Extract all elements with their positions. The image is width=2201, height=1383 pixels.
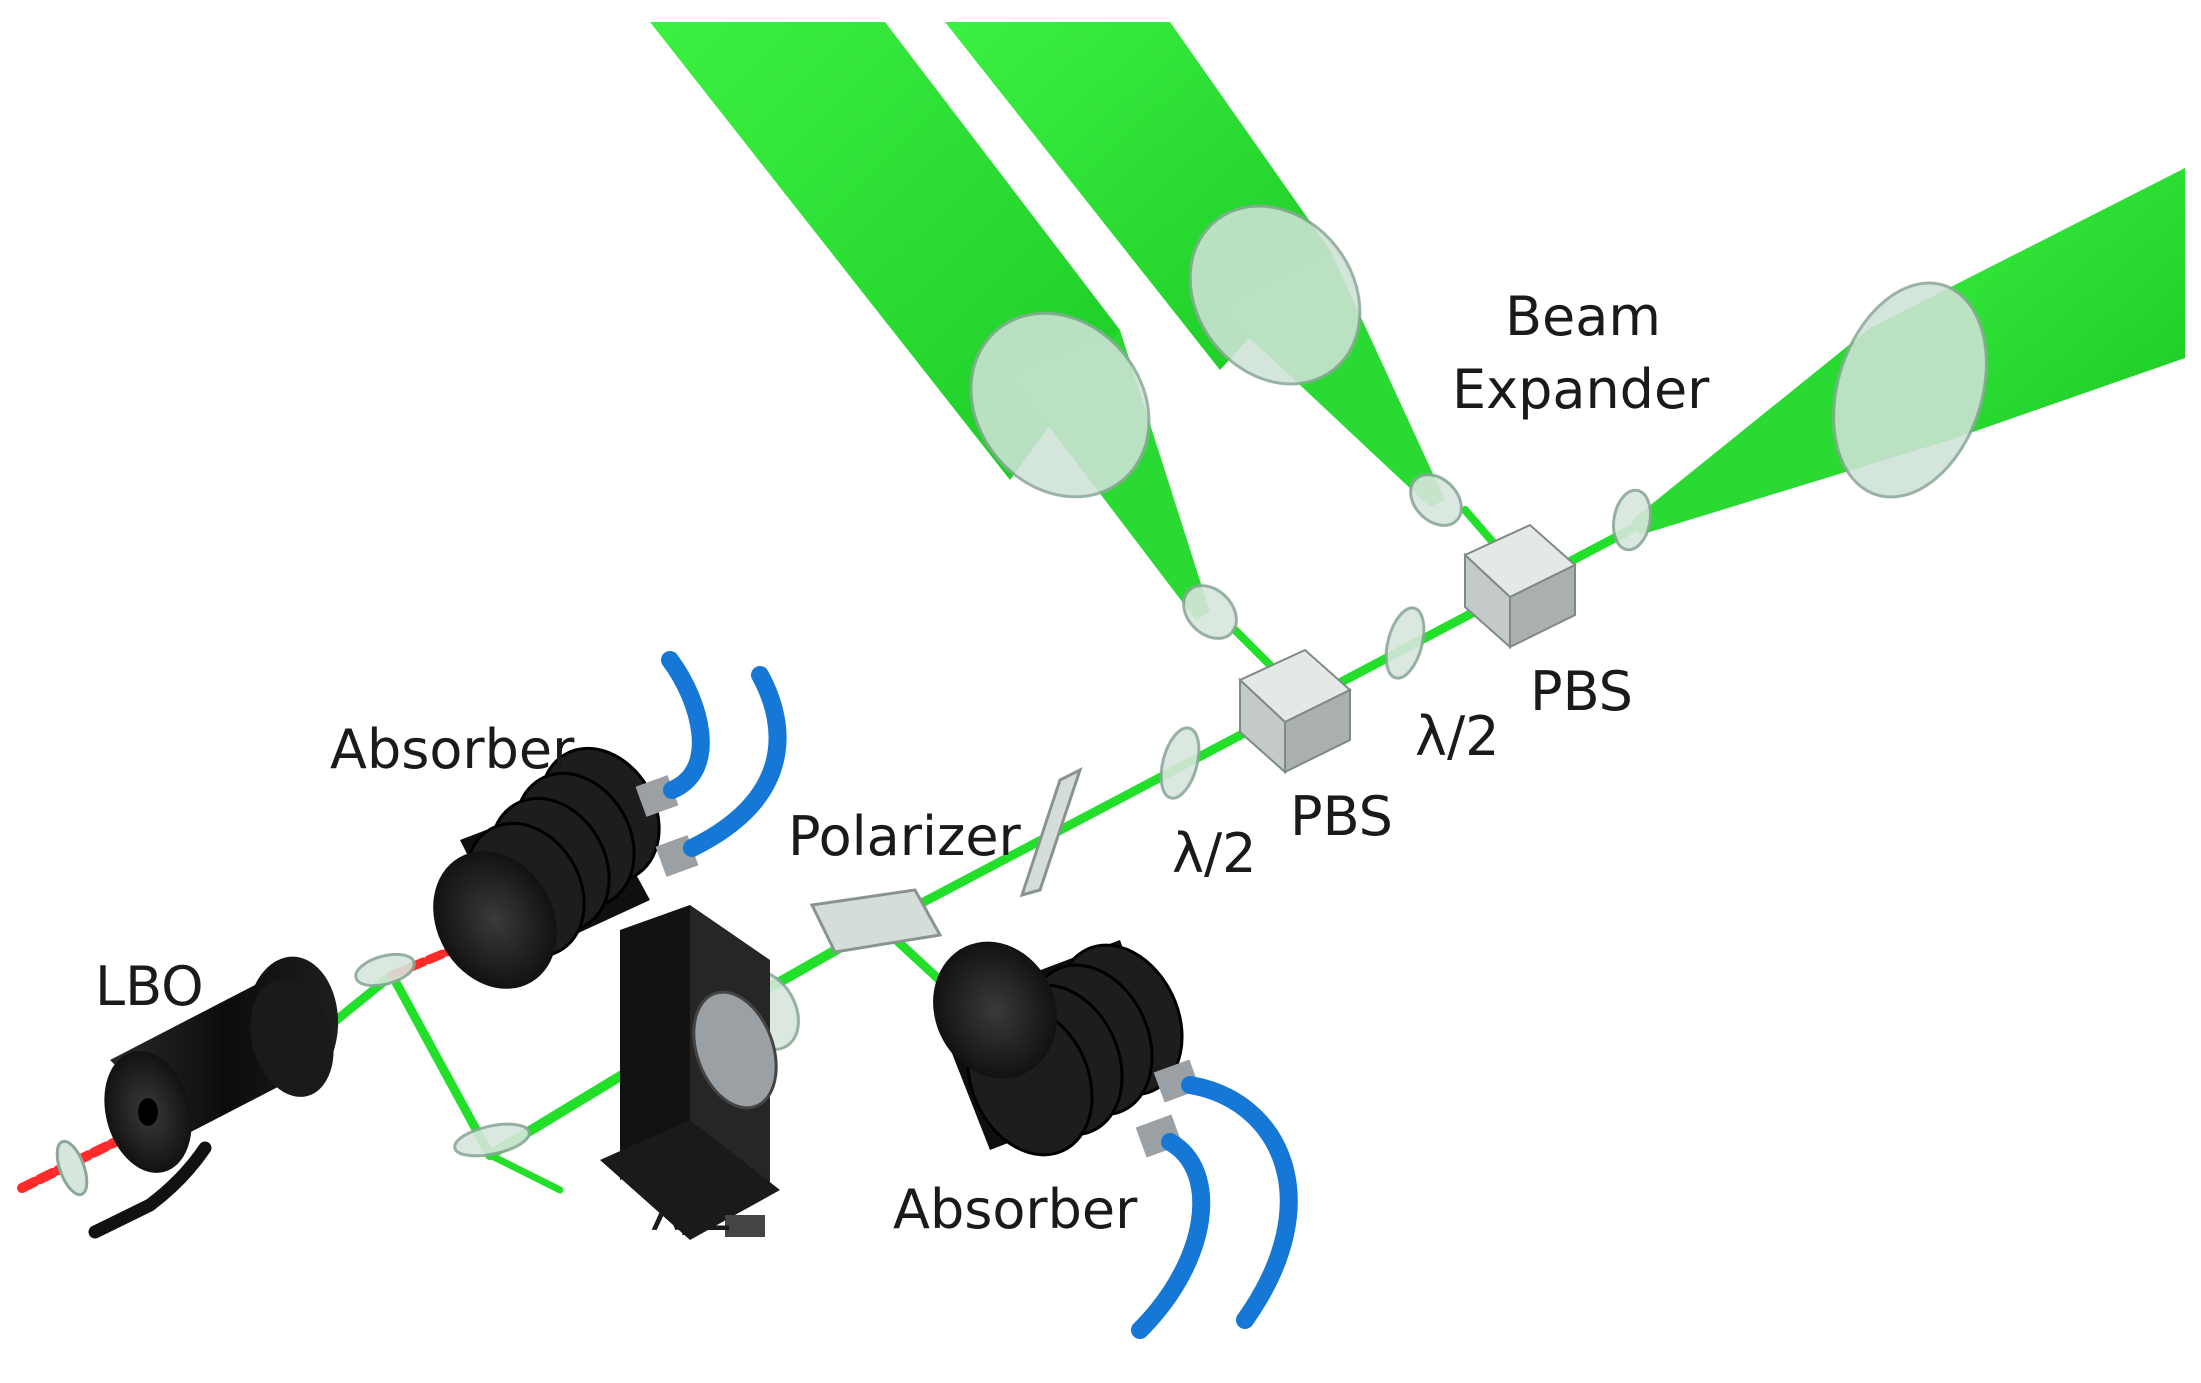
small-lens-1: [1182, 584, 1238, 640]
wave-plate-1: [1384, 606, 1426, 680]
pbs-cube-2: [1463, 523, 1577, 650]
label-beam-expander-line1: Beam: [1505, 285, 1661, 348]
large-lens-2: [1188, 204, 1362, 386]
wave-plate-2: [1159, 726, 1201, 800]
pbs-cube-1: [1238, 648, 1352, 775]
large-lenses: [969, 204, 1988, 499]
label-half-wave-plate-middle: λ/2: [1172, 822, 1257, 885]
small-lens-2: [1409, 473, 1463, 527]
lbo-housing: [55, 956, 339, 1239]
small-lens-3: [1612, 488, 1652, 552]
small-lenses: [1182, 473, 1652, 640]
input-lens: [55, 1139, 89, 1197]
thin-film-polarizer: [809, 888, 943, 954]
label-beam-expander-line2: Expander: [1452, 358, 1710, 421]
label-absorber-top: Absorber: [330, 718, 575, 781]
polarizer-plate: [1019, 767, 1083, 898]
large-lens-1: [969, 311, 1151, 499]
polarizer-plates: [809, 767, 1083, 954]
absorber-top-device: [433, 651, 787, 989]
wave-plates: [354, 606, 1426, 1158]
mirror-mount: [600, 905, 780, 1240]
label-pbs-right: PBS: [1530, 660, 1633, 723]
label-absorber-bottom: Absorber: [893, 1178, 1138, 1241]
wave-plate-4: [453, 1122, 531, 1158]
label-pbs-left: PBS: [1290, 785, 1393, 848]
large-lens-3: [1832, 281, 1988, 499]
wave-plate-5: [354, 952, 416, 988]
label-half-wave-plate-right: λ/2: [1415, 705, 1500, 768]
label-half-wave-plate-bottom: λ/2: [650, 1180, 735, 1243]
absorber-bottom-device: [933, 940, 1298, 1339]
label-lbo: LBO: [95, 955, 204, 1018]
label-polarizer: Polarizer: [788, 805, 1021, 868]
